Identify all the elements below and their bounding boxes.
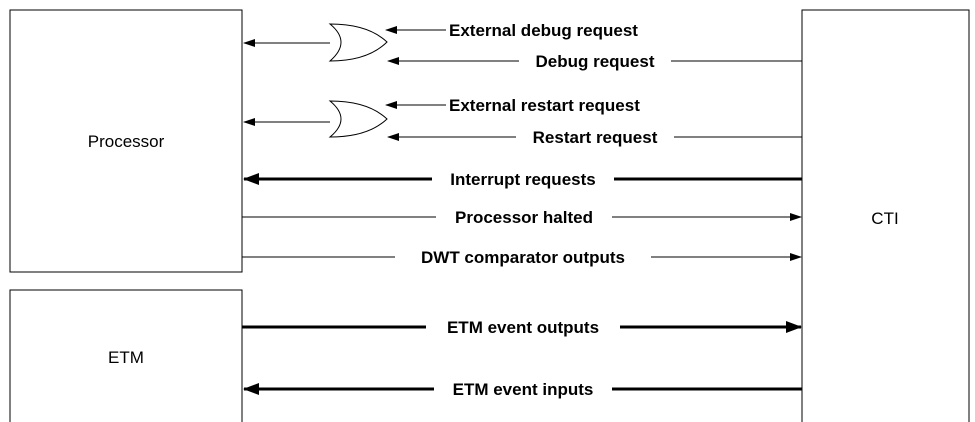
processor-block: [9, 9, 243, 273]
processor-halted-label: Processor halted: [455, 208, 593, 227]
dwt-comparator-outputs-label: DWT comparator outputs: [421, 248, 625, 267]
cti-label: CTI: [871, 209, 898, 228]
debug-request-label: Debug request: [535, 52, 654, 71]
external-debug-request-label: External debug request: [449, 21, 638, 40]
etm-block: [9, 289, 243, 422]
etm-event-outputs-label: ETM event outputs: [447, 318, 599, 337]
etm-label: ETM: [108, 348, 144, 367]
processor-label: Processor: [88, 132, 165, 151]
restart-request-label: Restart request: [533, 128, 658, 147]
or-gate-debug: [328, 23, 388, 62]
cti-block: [801, 9, 970, 422]
interrupt-requests-label: Interrupt requests: [450, 170, 595, 189]
external-restart-request-label: External restart request: [449, 96, 640, 115]
or-gate-restart: [328, 100, 388, 138]
etm-event-inputs-label: ETM event inputs: [453, 380, 594, 399]
